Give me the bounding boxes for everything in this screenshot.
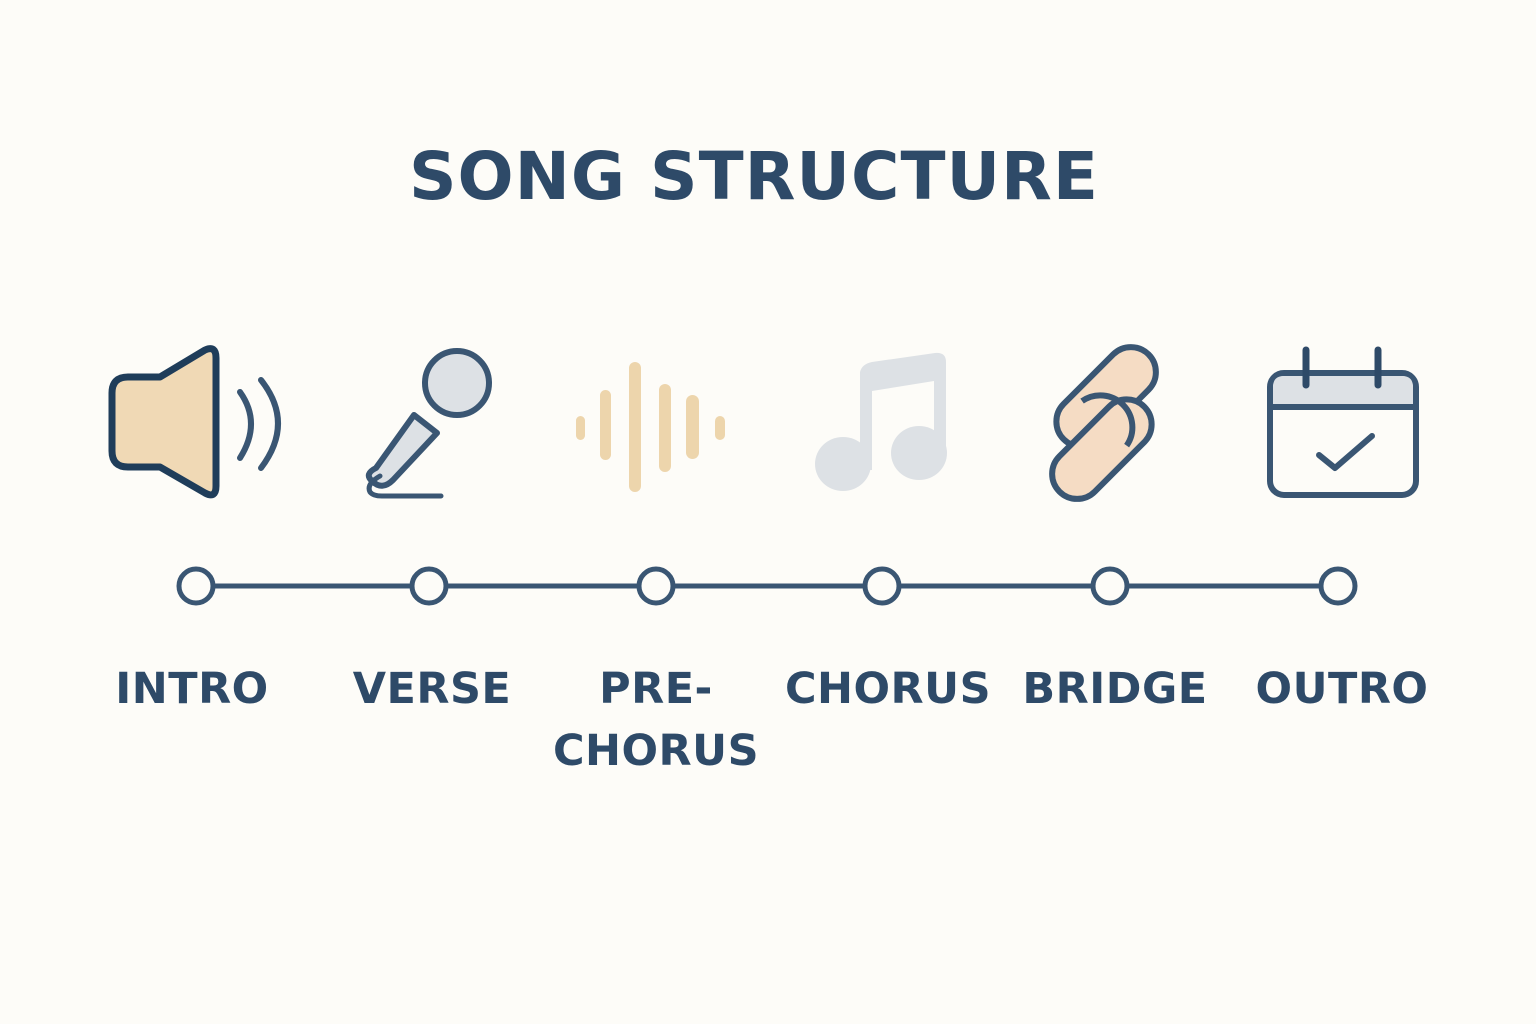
sound-wave-icon	[576, 362, 725, 492]
music-note-icon	[815, 352, 947, 491]
microphone-icon	[365, 348, 492, 499]
timeline-node-pre-chorus	[636, 566, 676, 606]
timeline-node-outro	[1318, 566, 1358, 606]
timeline-nodes	[176, 566, 1358, 606]
timeline-node-intro	[176, 566, 216, 606]
timeline-node-bridge	[1090, 566, 1130, 606]
speaker-icon	[108, 345, 281, 499]
section-label-intro: INTRO	[115, 664, 269, 714]
section-label-chorus: CHORUS	[784, 664, 992, 714]
timeline-node-chorus	[862, 566, 902, 606]
section-label-verse: VERSE	[352, 664, 512, 714]
section-label-outro: OUTRO	[1255, 664, 1429, 714]
timeline-node-verse	[409, 566, 449, 606]
section-label-pre-chorus: PRE- CHORUS	[552, 664, 760, 776]
section-label-bridge: BRIDGE	[1022, 664, 1208, 714]
link-icon	[1049, 344, 1159, 502]
diagram-title: SONG STRUCTURE	[409, 138, 1099, 215]
calendar-check-icon	[1267, 346, 1419, 498]
